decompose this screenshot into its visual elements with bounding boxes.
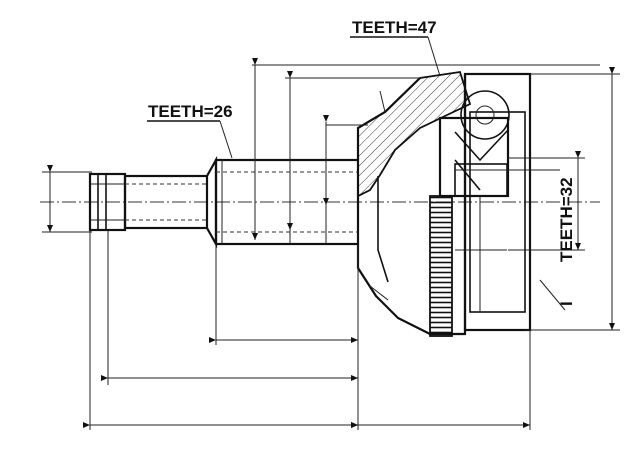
teeth-47-leader xyxy=(350,36,441,77)
shaft-end xyxy=(88,155,218,249)
abs-tone-ring xyxy=(429,195,453,337)
mark-label: I xyxy=(557,301,576,306)
inner-race-and-balls xyxy=(438,90,510,312)
teeth-26-leader xyxy=(147,120,233,159)
dimension-lines xyxy=(42,58,620,430)
teeth-32-leader xyxy=(455,169,566,311)
teeth-32-label: TEETH=32 xyxy=(557,177,576,262)
teeth-26-label: TEETH=26 xyxy=(148,102,233,121)
teeth-47-label: TEETH=47 xyxy=(352,18,437,37)
outer-housing xyxy=(356,70,532,336)
